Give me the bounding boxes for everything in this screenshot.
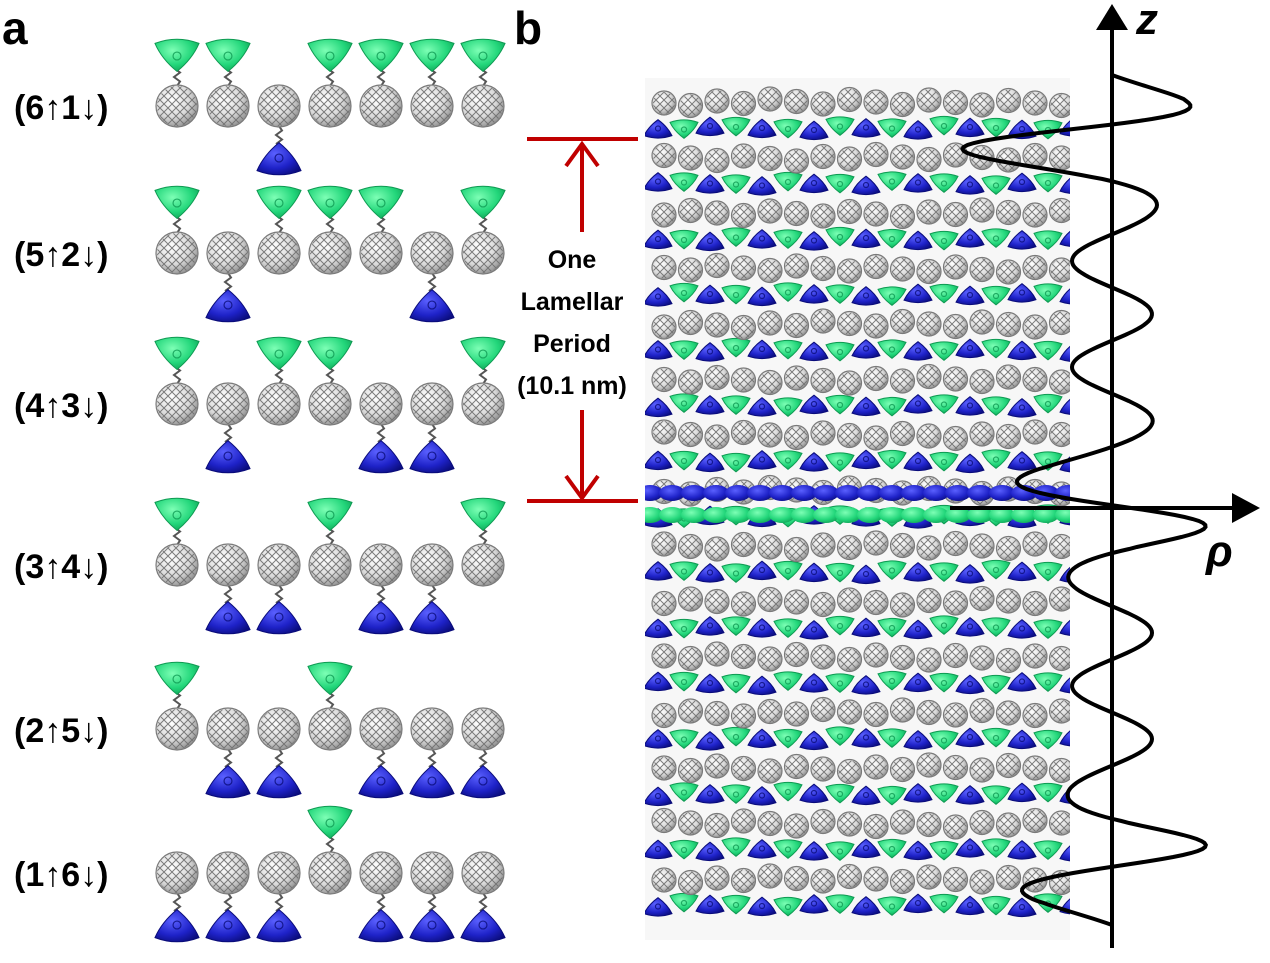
lamella-layer xyxy=(645,419,1070,474)
molecule-blue-down xyxy=(358,707,404,799)
molecule-green-up xyxy=(256,185,302,275)
lamella-layer xyxy=(645,807,1070,862)
period-text-line-4: (10.1 nm) xyxy=(517,372,627,400)
molecule-green-up xyxy=(154,336,200,426)
panel-a-letter: a xyxy=(2,2,28,54)
molecule-green-up xyxy=(154,38,200,128)
molecule-green-up xyxy=(460,38,506,128)
molecule-blue-down xyxy=(409,707,455,799)
molecule-blue-down xyxy=(205,851,251,943)
molecule-green-up xyxy=(307,661,353,751)
molecule-row: (6↑1↓) xyxy=(14,38,506,176)
molecule-green-up xyxy=(307,185,353,275)
row-label: (2↑5↓) xyxy=(14,712,108,750)
molecule-green-up xyxy=(358,38,404,128)
molecule-blue-down xyxy=(256,543,302,635)
z-axis-label: z xyxy=(1135,0,1158,44)
lamellar-period-marker: One Lamellar Period (10.1 nm) xyxy=(517,137,638,503)
lamella-layer xyxy=(645,752,1070,807)
rho-axis-label: ρ xyxy=(1204,527,1233,576)
molecule-blue-down xyxy=(409,543,455,635)
density-profile-curve xyxy=(960,73,1209,927)
rho-axis-arrowhead xyxy=(1232,493,1260,523)
lamella-layer xyxy=(645,363,1070,418)
molecule-blue-down xyxy=(154,851,200,943)
panel-b-letter: b xyxy=(514,2,542,54)
molecule-green-up xyxy=(154,497,200,587)
molecule-blue-down xyxy=(256,84,302,176)
molecule-blue-down xyxy=(358,543,404,635)
molecule-green-up xyxy=(307,336,353,426)
lamella-layer xyxy=(645,863,1070,918)
molecule-blue-down xyxy=(409,231,455,323)
molecule-row: (4↑3↓) xyxy=(14,336,506,474)
molecule-green-up xyxy=(460,497,506,587)
panel-a-molecule-rows: (6↑1↓) (5↑2↓) (4↑3↓) (3↑4↓) (2↑5↓) (1↑6↓) xyxy=(14,38,506,943)
molecule-green-up xyxy=(307,805,353,895)
row-label: (1↑6↓) xyxy=(14,856,108,894)
molecule-green-up xyxy=(205,38,251,128)
molecule-blue-down xyxy=(358,851,404,943)
molecule-blue-down xyxy=(205,707,251,799)
molecule-green-up xyxy=(358,185,404,275)
molecule-green-up xyxy=(460,336,506,426)
lamella-layer xyxy=(645,530,1070,585)
molecule-blue-down xyxy=(409,851,455,943)
lamella-layer xyxy=(645,696,1070,751)
lamella-layer xyxy=(645,641,1070,696)
molecule-blue-down xyxy=(205,382,251,474)
molecule-row: (1↑6↓) xyxy=(14,805,506,943)
molecule-green-up xyxy=(154,661,200,751)
molecule-green-up xyxy=(256,336,302,426)
molecule-blue-down xyxy=(256,851,302,943)
row-label: (3↑4↓) xyxy=(14,548,108,586)
rho-axis: ρ xyxy=(950,493,1260,576)
molecule-blue-down xyxy=(358,382,404,474)
molecule-row: (2↑5↓) xyxy=(14,661,506,799)
lamella-layer xyxy=(645,197,1070,252)
lamella-layer xyxy=(645,141,1070,196)
row-label: (5↑2↓) xyxy=(14,236,108,274)
period-text-line-1: One xyxy=(548,246,597,274)
period-text-line-2: Lamellar xyxy=(521,288,624,316)
molecule-blue-down xyxy=(205,231,251,323)
row-label: (6↑1↓) xyxy=(14,89,108,127)
green-interface-band xyxy=(645,507,1070,523)
molecule-row: (3↑4↓) xyxy=(14,497,506,635)
molecule-blue-down xyxy=(460,707,506,799)
molecule-blue-down xyxy=(256,707,302,799)
lamella-layer xyxy=(645,308,1070,362)
molecule-blue-down xyxy=(409,382,455,474)
molecule-blue-down xyxy=(460,851,506,943)
period-arrow-down-head xyxy=(564,474,600,502)
molecule-green-up xyxy=(154,185,200,275)
molecule-green-up xyxy=(460,185,506,275)
molecule-green-up xyxy=(307,497,353,587)
molecule-row: (5↑2↓) xyxy=(14,185,506,323)
period-arrow-up-head xyxy=(564,140,600,168)
lamella-layer xyxy=(645,585,1070,640)
molecule-green-up xyxy=(307,38,353,128)
lamella-layer xyxy=(645,86,1070,141)
z-axis-arrowhead xyxy=(1096,4,1128,30)
molecule-green-up xyxy=(409,38,455,128)
period-text-line-3: Period xyxy=(533,330,611,358)
lamella-layer xyxy=(645,252,1070,307)
molecule-blue-down xyxy=(205,543,251,635)
z-axis: z xyxy=(1096,0,1158,948)
row-label: (4↑3↓) xyxy=(14,387,108,425)
